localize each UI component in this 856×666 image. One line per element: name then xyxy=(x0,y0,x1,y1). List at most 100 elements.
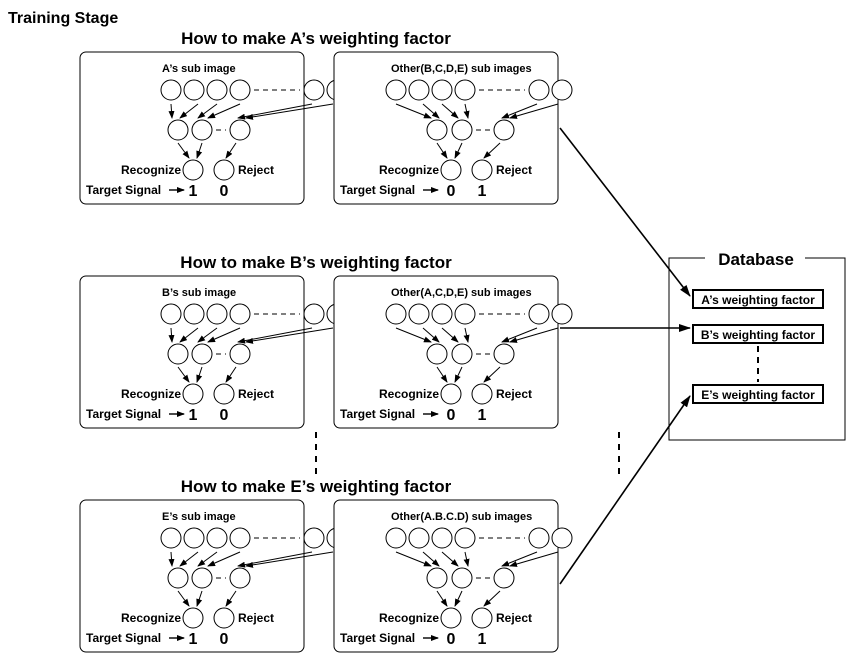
connection-arrow xyxy=(454,366,463,383)
recognize-neuron xyxy=(182,607,204,629)
hidden-neuron xyxy=(191,567,213,589)
hidden-neuron xyxy=(229,567,251,589)
input-neuron xyxy=(408,527,430,549)
connection-arrow xyxy=(483,590,501,607)
connection-arrow xyxy=(197,327,218,343)
target-value-reject: 0 xyxy=(220,407,229,424)
hidden-neuron xyxy=(167,119,189,141)
connection-arrow xyxy=(422,327,440,343)
target-value-recognize: 0 xyxy=(447,183,456,200)
connection-arrow xyxy=(197,103,218,119)
recognize-label: Recognize xyxy=(121,163,181,177)
recognize-neuron xyxy=(440,159,462,181)
reject-label: Reject xyxy=(496,611,532,625)
connection-arrow xyxy=(441,551,459,567)
recognize-label: Recognize xyxy=(121,611,181,625)
recognize-label: Recognize xyxy=(379,387,439,401)
hidden-neuron xyxy=(167,343,189,365)
input-neuron xyxy=(160,303,182,325)
connection-arrow xyxy=(436,366,448,383)
input-neuron xyxy=(229,79,251,101)
connection-arrow xyxy=(225,142,237,159)
input-neuron xyxy=(385,527,407,549)
connection-arrow xyxy=(454,590,463,607)
connection-arrow xyxy=(179,551,199,567)
reject-neuron xyxy=(471,159,493,181)
input-neuron xyxy=(183,303,205,325)
connection-arrow xyxy=(168,551,175,567)
target-value-recognize: 1 xyxy=(189,183,198,200)
reject-label: Reject xyxy=(238,163,274,177)
hidden-neuron xyxy=(493,567,515,589)
input-neuron xyxy=(303,303,325,325)
page-title: Training Stage xyxy=(8,10,118,27)
reject-neuron xyxy=(213,383,235,405)
sub-image-label: A’s sub image xyxy=(162,63,236,75)
input-neuron xyxy=(551,303,573,325)
connection-arrow xyxy=(422,103,440,119)
input-neuron xyxy=(454,527,476,549)
connection-arrow xyxy=(501,551,538,567)
hidden-neuron xyxy=(451,343,473,365)
connection-arrow xyxy=(168,327,175,343)
input-neuron xyxy=(454,303,476,325)
connection-arrow xyxy=(501,327,538,343)
input-neuron xyxy=(183,79,205,101)
input-neuron xyxy=(431,79,453,101)
hidden-neuron xyxy=(167,567,189,589)
target-signal-label: Target Signal xyxy=(340,631,415,645)
reject-neuron xyxy=(213,159,235,181)
database: Database A’s weighting factor B’s weight… xyxy=(668,248,846,441)
connection-arrow xyxy=(509,327,559,343)
reject-neuron xyxy=(213,607,235,629)
hidden-neuron xyxy=(229,343,251,365)
other-sub-images-label: Other(B,C,D,E) sub images xyxy=(391,63,532,75)
connection-arrow xyxy=(436,142,448,159)
database-item-e-label: E’s weighting factor xyxy=(701,388,815,402)
arrow-a-to-database xyxy=(559,127,691,297)
group-title-b: How to make B’s weighting factor xyxy=(180,253,452,272)
target-value-reject: 1 xyxy=(478,407,487,424)
input-neuron xyxy=(431,527,453,549)
database-title-bg xyxy=(705,248,805,268)
target-value-reject: 1 xyxy=(478,631,487,648)
connection-arrow xyxy=(245,103,334,120)
input-neuron xyxy=(206,527,228,549)
hidden-neuron xyxy=(426,567,448,589)
database-item-a-label: A’s weighting factor xyxy=(701,293,815,307)
connection-arrow xyxy=(454,142,463,159)
connection-arrow xyxy=(207,103,241,119)
input-neuron xyxy=(229,527,251,549)
hidden-neuron xyxy=(451,567,473,589)
database-item-b-label: B’s weighting factor xyxy=(701,328,816,342)
input-neuron xyxy=(528,527,550,549)
input-neuron xyxy=(303,79,325,101)
recognize-neuron xyxy=(182,159,204,181)
hidden-neuron xyxy=(426,119,448,141)
connection-arrow xyxy=(463,551,470,567)
connection-arrow xyxy=(177,142,190,159)
connection-arrow xyxy=(177,590,190,607)
reject-neuron xyxy=(471,383,493,405)
input-neuron xyxy=(551,79,573,101)
hidden-neuron xyxy=(229,119,251,141)
target-value-recognize: 1 xyxy=(189,631,198,648)
group-title-e: How to make E’s weighting factor xyxy=(181,477,452,496)
connection-arrow xyxy=(207,327,241,343)
input-neuron xyxy=(551,527,573,549)
other-sub-images-label: Other(A.B.C.D) sub images xyxy=(391,511,532,523)
connection-arrow xyxy=(463,327,470,343)
connection-arrow xyxy=(245,551,334,568)
connection-arrow xyxy=(441,103,459,119)
connection-arrow xyxy=(436,590,448,607)
connection-arrow xyxy=(441,327,459,343)
reject-label: Reject xyxy=(496,387,532,401)
connection-arrow xyxy=(196,366,203,383)
input-neuron xyxy=(206,79,228,101)
recognize-neuron xyxy=(440,607,462,629)
hidden-neuron xyxy=(493,119,515,141)
